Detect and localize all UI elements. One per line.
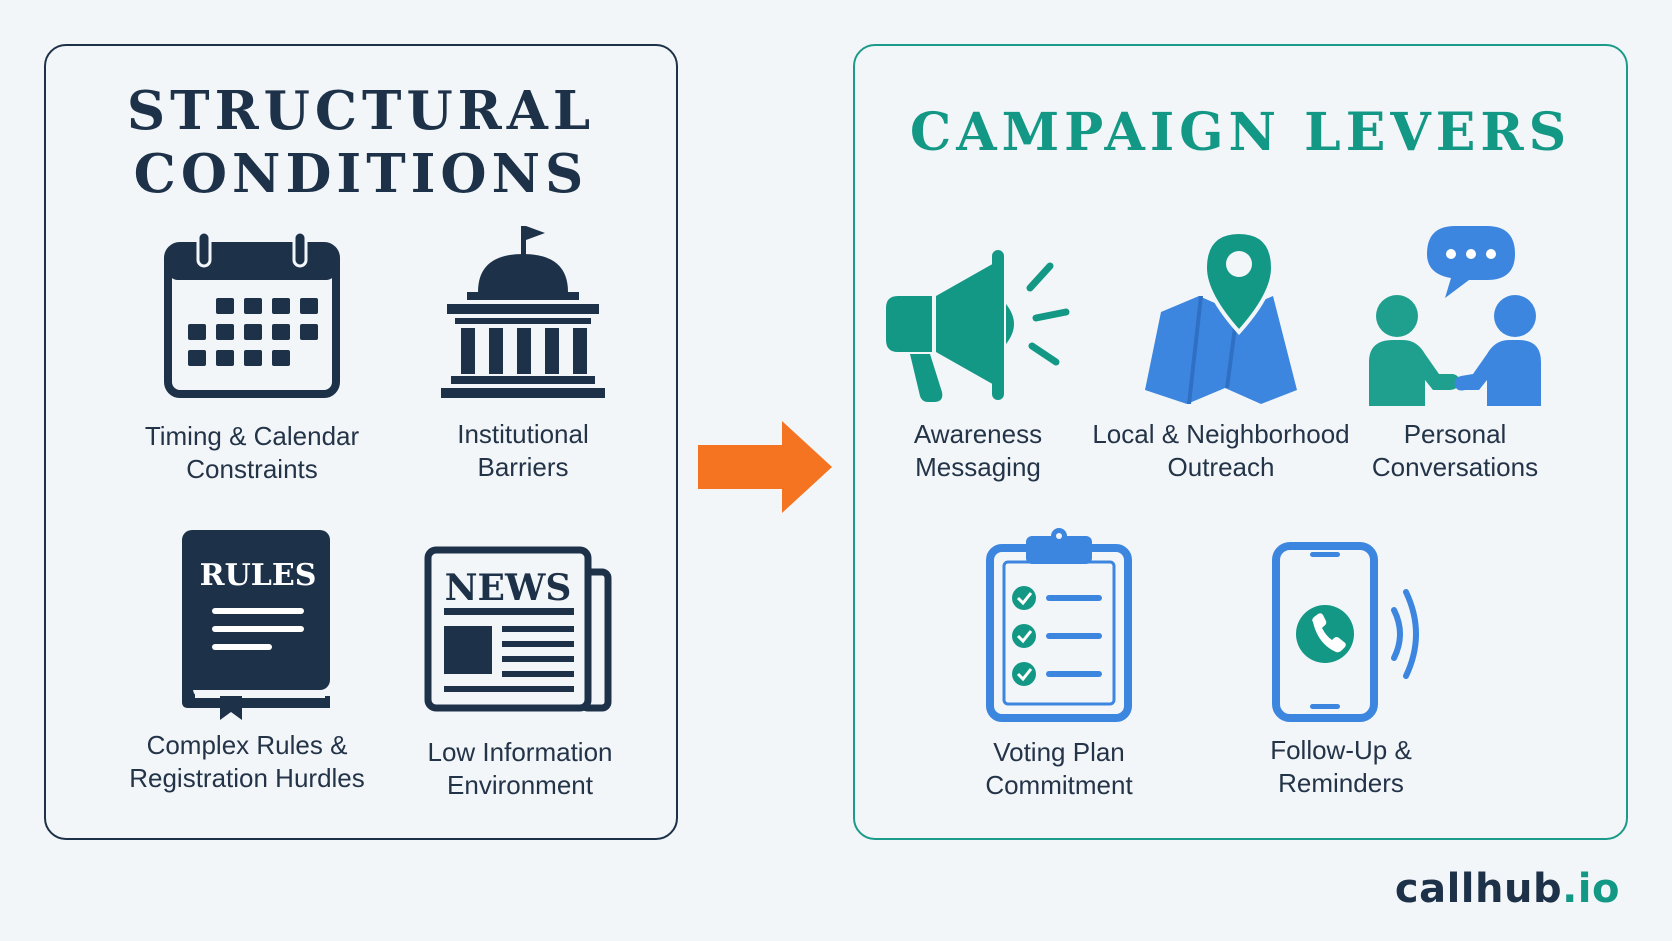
item-follow-up: Follow-Up & Reminders: [1201, 542, 1481, 800]
item-label: Local & Neighborhood Outreach: [1092, 419, 1350, 482]
item-label: Institutional Barriers: [457, 419, 589, 482]
government-building-icon: [441, 226, 605, 398]
brand-name: callhub: [1394, 866, 1563, 912]
item-institutional-barriers: Institutional Barriers: [383, 226, 663, 484]
news-text: NEWS: [445, 567, 572, 609]
brand-dot: .: [1562, 866, 1578, 912]
rules-text: RULES: [200, 558, 317, 593]
rule-book-icon: RULES: [182, 530, 330, 720]
arrow-right-icon: [698, 421, 832, 513]
brand-tld: io: [1577, 866, 1620, 912]
item-label: Voting Plan Commitment: [985, 737, 1133, 800]
item-label: Follow-Up & Reminders: [1270, 735, 1412, 798]
item-complex-rules: RULES Complex Rules & Registration Hurdl…: [107, 530, 387, 795]
checklist-clipboard-icon: [986, 528, 1132, 722]
item-label: Complex Rules & Registration Hurdles: [129, 730, 365, 793]
item-low-information: NEWS Low Information Environment: [380, 544, 660, 802]
megaphone-icon: [886, 250, 1070, 402]
item-personal-conversations: Personal Conversations: [1315, 226, 1595, 484]
map-pin-icon: [1145, 232, 1297, 404]
item-local-outreach: Local & Neighborhood Outreach: [1071, 232, 1371, 484]
structural-conditions-panel: STRUCTURAL CONDITIONS Timing & Calendar …: [44, 44, 678, 840]
item-awareness-messaging: Awareness Messaging: [838, 246, 1118, 484]
campaign-levers-panel: CAMPAIGN LEVERS Awareness Messaging: [853, 44, 1628, 840]
conversation-icon: [1369, 226, 1541, 406]
newspaper-icon: NEWS: [424, 546, 612, 712]
item-label: Personal Conversations: [1371, 419, 1539, 482]
item-label: Low Information Environment: [427, 737, 613, 800]
calendar-icon: [164, 232, 340, 398]
item-label: Awareness Messaging: [913, 419, 1043, 482]
item-label: Timing & Calendar Constraints: [144, 421, 360, 484]
brand-logo: callhub.io: [1395, 866, 1620, 912]
phone-call-icon: [1272, 542, 1419, 722]
item-timing-calendar: Timing & Calendar Constraints: [112, 232, 392, 486]
structural-conditions-title: STRUCTURAL CONDITIONS: [126, 80, 596, 205]
item-voting-plan: Voting Plan Commitment: [919, 526, 1199, 802]
campaign-levers-title: CAMPAIGN LEVERS: [909, 102, 1572, 163]
